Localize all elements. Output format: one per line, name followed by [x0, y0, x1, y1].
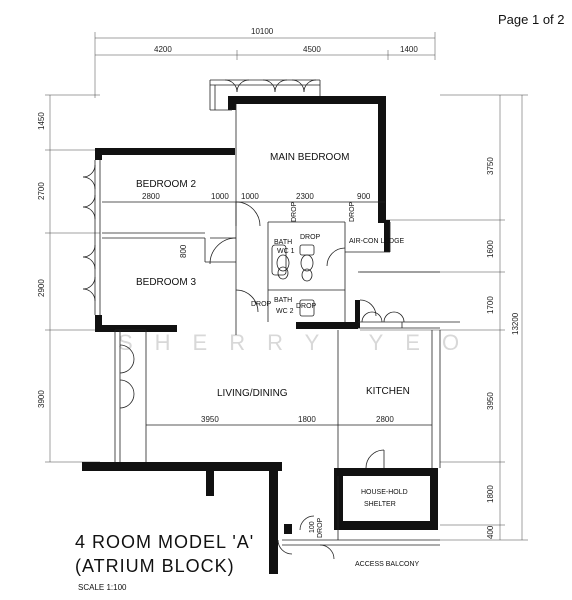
doors: [209, 201, 385, 560]
room-living: LIVING/DINING: [217, 388, 288, 399]
plan-scale: SCALE 1:100: [78, 583, 127, 592]
partitions: [94, 79, 460, 546]
room-bath2-b: WC 2: [276, 308, 294, 315]
watermark: SHERRY YEO: [118, 330, 481, 355]
drop-label-2: DROP: [300, 234, 321, 241]
dim-inner-2800-kitchen: 2800: [376, 415, 394, 424]
dim-top-c: 1400: [400, 45, 418, 54]
room-kitchen: KITCHEN: [366, 386, 410, 397]
right-dimensions: 3750 1600 1700 3950 1800 400 13200: [360, 94, 528, 541]
dim-right-5: 1800: [486, 485, 495, 503]
page-indicator: Page 1 of 2: [498, 12, 565, 27]
room-aircon: AIR-CON LEDGE: [349, 238, 405, 245]
room-shelter-a: HOUSE-HOLD: [361, 489, 408, 496]
room-shelter-b: SHELTER: [364, 501, 396, 508]
top-dimensions: 10100 4200 4500 1400: [94, 27, 436, 98]
drop-label-1: DROP: [291, 201, 298, 222]
room-bath2-a: BATH: [274, 297, 292, 304]
drop-label-5: DROP: [296, 303, 317, 310]
bath-fixtures: [271, 244, 315, 317]
room-bedroom3: BEDROOM 3: [136, 277, 196, 288]
drop-label-4: DROP: [251, 301, 272, 308]
dim-inner-800: 800: [179, 244, 188, 258]
dim-inner-900: 900: [357, 192, 371, 201]
dim-left-2: 2700: [37, 182, 46, 200]
drop-label-100b: DROP: [317, 517, 324, 538]
room-access-balcony: ACCESS BALCONY: [355, 561, 420, 568]
drop-labels: DROP DROP DROP DROP DROP 100 DROP: [251, 201, 356, 538]
plan-title-line1: 4 ROOM MODEL 'A': [75, 532, 254, 552]
windows: [82, 79, 405, 409]
drop-label-3: DROP: [349, 201, 356, 222]
dim-right-3: 1700: [486, 296, 495, 314]
dim-inner-1800: 1800: [298, 415, 316, 424]
walls: [82, 96, 438, 574]
dim-right-4: 3950: [486, 392, 495, 410]
dim-right-2: 1600: [486, 240, 495, 258]
dim-left-1: 1450: [37, 112, 46, 130]
room-bath1-b: WC 1: [277, 248, 295, 255]
left-dimensions: 1450 2700 2900 3900: [37, 94, 100, 463]
dim-inner-2800-bed: 2800: [142, 192, 160, 201]
dim-right-6: 400: [486, 525, 495, 539]
dim-inner-2300: 2300: [296, 192, 314, 201]
dim-right-1: 3750: [486, 157, 495, 175]
dim-left-4: 3900: [37, 390, 46, 408]
room-main-bedroom: MAIN BEDROOM: [270, 152, 349, 163]
dim-top-total: 10100: [251, 27, 274, 36]
plan-title-line2: (ATRIUM BLOCK): [75, 556, 235, 576]
dim-inner-1000-a: 1000: [211, 192, 229, 201]
dim-right-total: 13200: [511, 312, 520, 335]
dim-left-3: 2900: [37, 279, 46, 297]
dim-inner-3950: 3950: [201, 415, 219, 424]
drop-label-100: 100: [309, 521, 316, 533]
dim-top-a: 4200: [154, 45, 172, 54]
room-labels: MAIN BEDROOM BEDROOM 2 BEDROOM 3 BATH WC…: [136, 152, 420, 568]
dim-inner-1000-b: 1000: [241, 192, 259, 201]
room-bedroom2: BEDROOM 2: [136, 179, 196, 190]
inner-dimensions: 2800 1000 1000 2300 900 800 3950 1800 28…: [142, 192, 394, 424]
room-bath1-a: BATH: [274, 239, 292, 246]
dim-top-b: 4500: [303, 45, 321, 54]
title-block: 4 ROOM MODEL 'A' (ATRIUM BLOCK) SCALE 1:…: [75, 532, 254, 592]
